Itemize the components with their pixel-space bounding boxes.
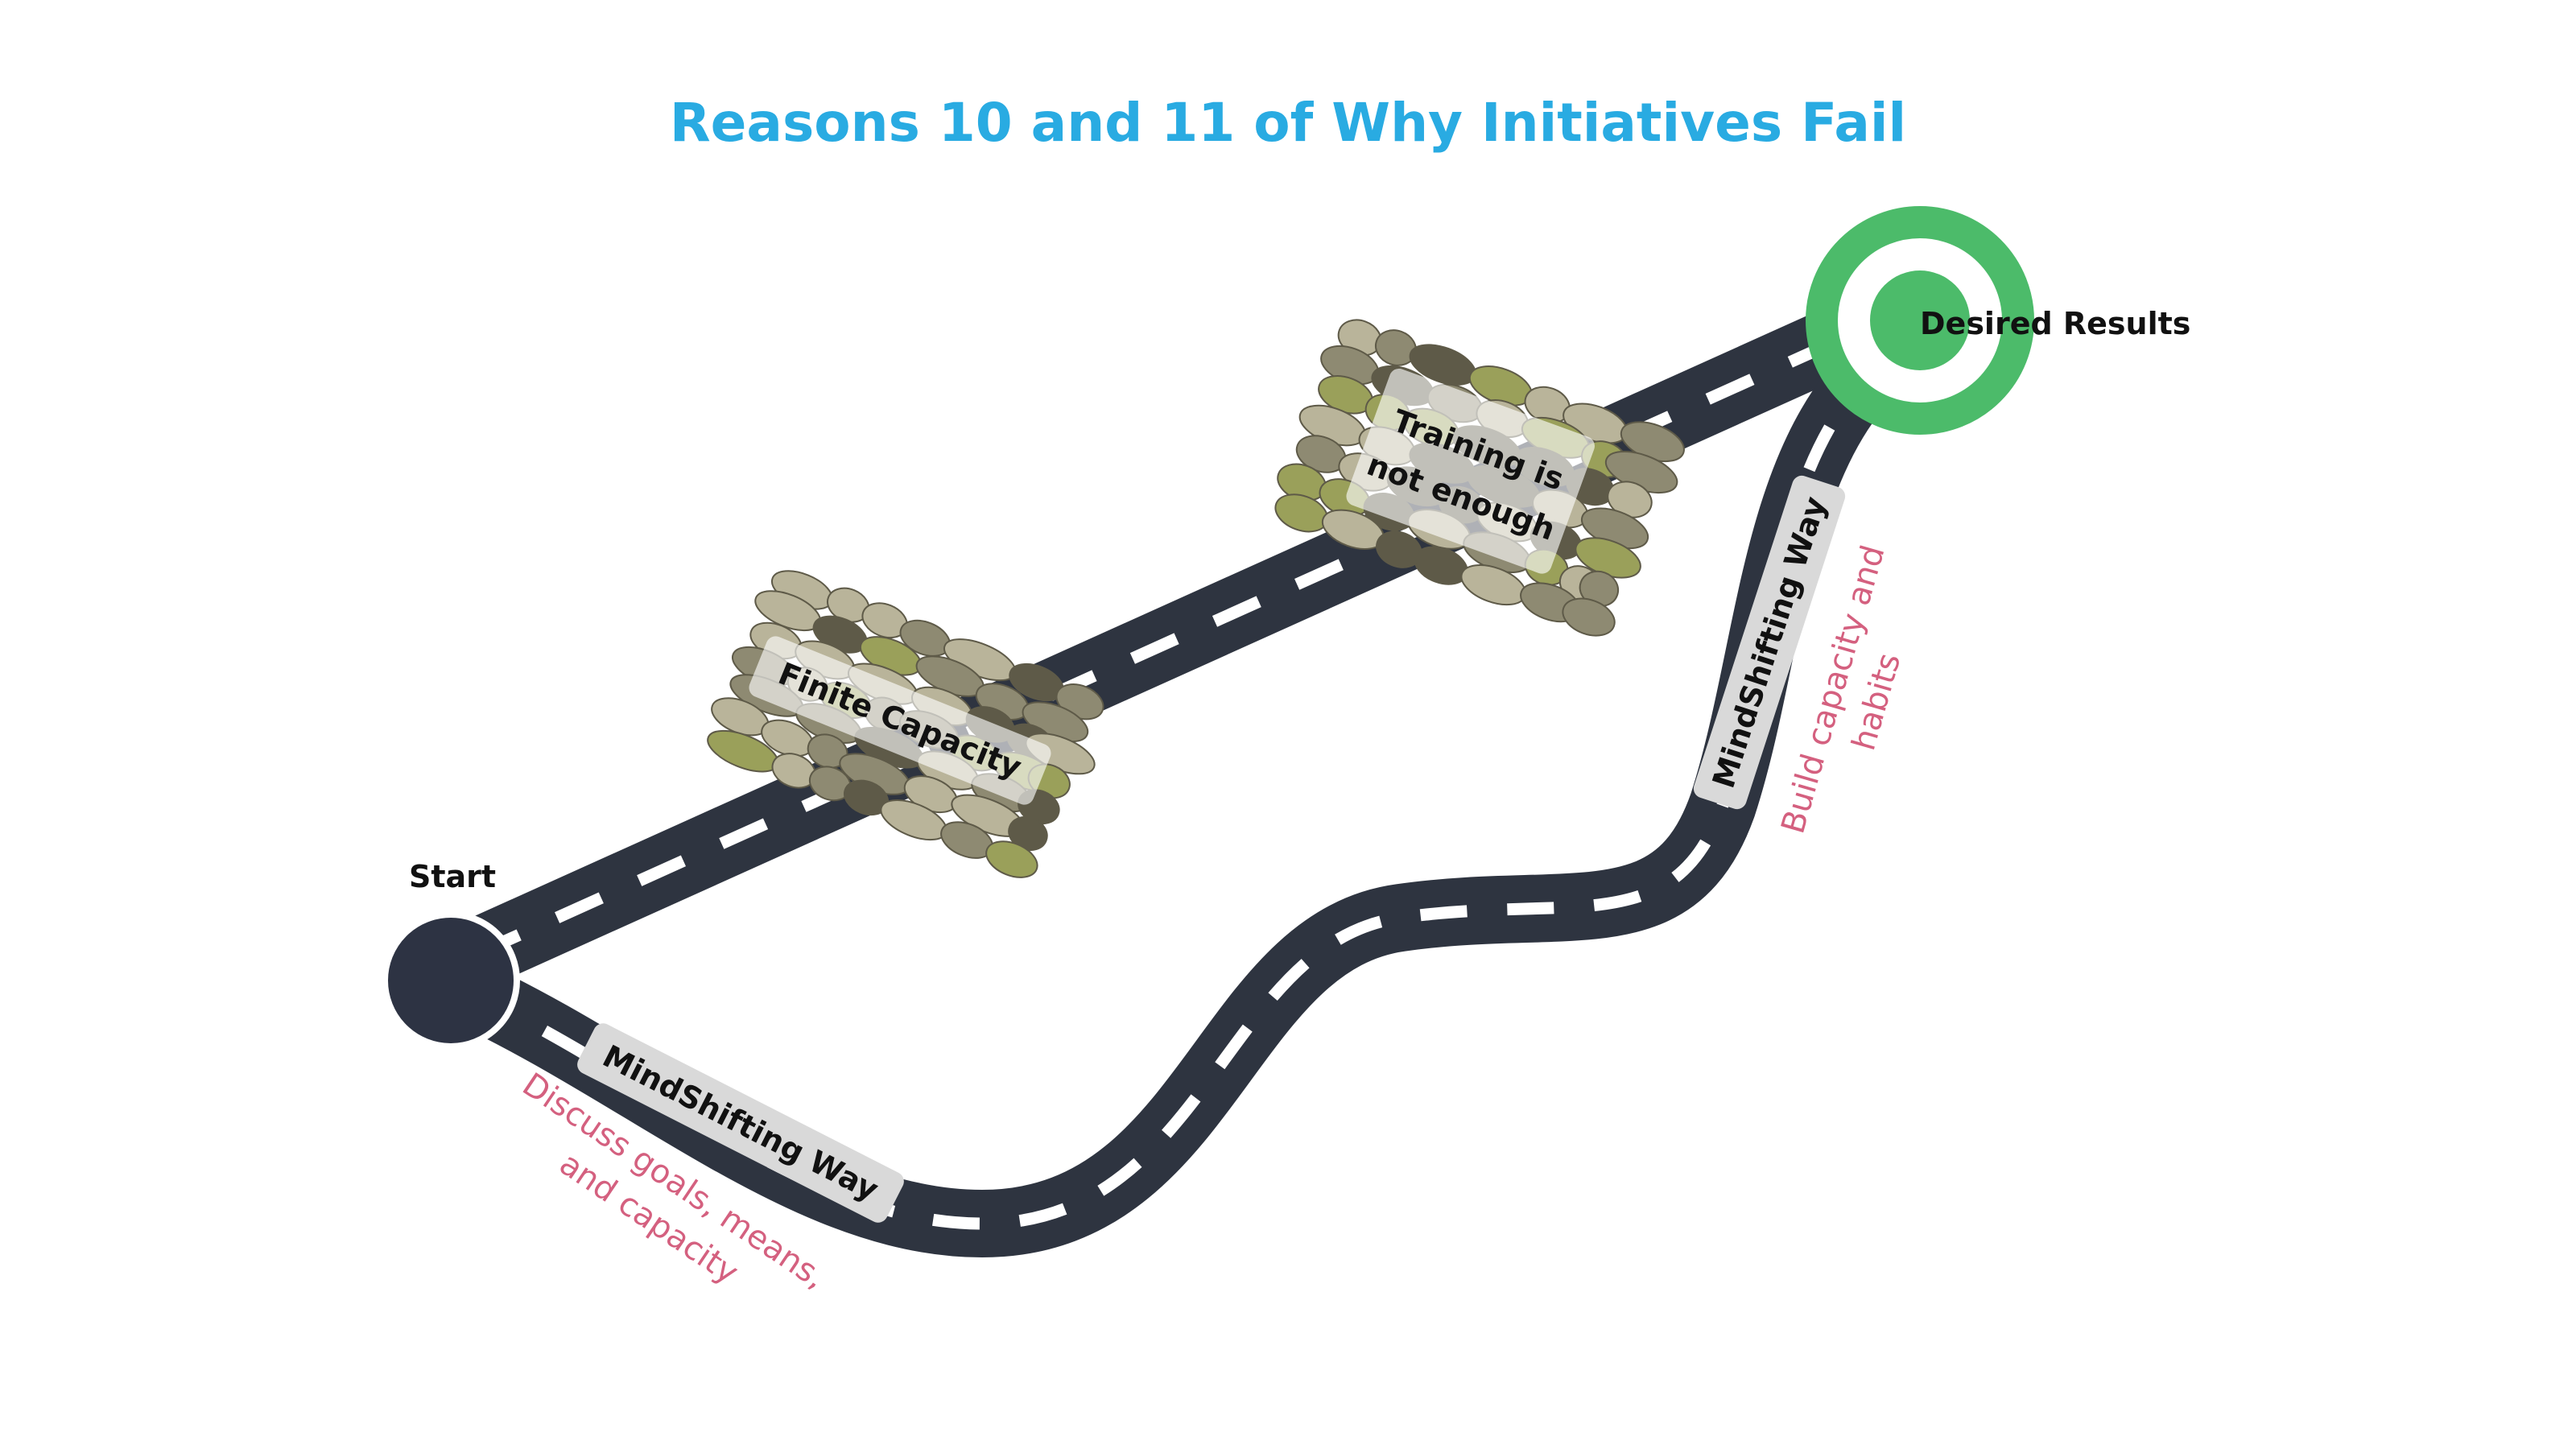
start-circle [382,911,520,1050]
target-bullseye [1870,270,1970,370]
desired-results-label: Desired Results [1920,306,2190,341]
diagram-title: Reasons 10 and 11 of Why Initiatives Fai… [670,92,1906,154]
stone [1562,597,1616,637]
wall-label-box-2 [1346,368,1595,574]
lower-road-label-box [577,1023,904,1223]
upper-road-label-box [1693,475,1846,810]
wall-finite-capacity: Finite Capacity [707,570,1104,878]
target-node: Desired Results [1806,206,2190,435]
stone [985,840,1038,878]
start-node: Start [382,859,520,1050]
wall-label-box-1 [749,636,1051,805]
wall-training-not-enough: Training is not enough [1274,319,1685,637]
start-label: Start [409,859,496,894]
direct-road-dashes [472,340,1831,960]
